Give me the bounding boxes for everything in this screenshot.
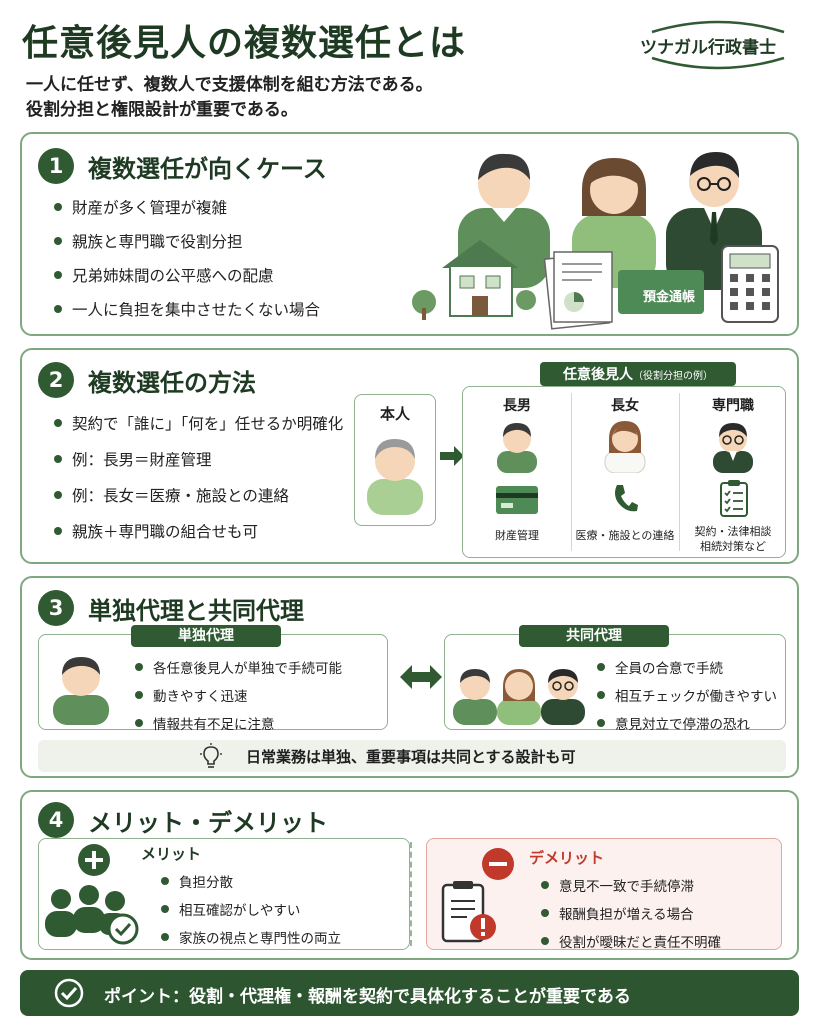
lightbulb-icon — [200, 743, 222, 768]
document-icon — [543, 251, 613, 330]
house-icon — [412, 240, 536, 320]
professional-icon — [713, 423, 753, 473]
list-item: 情報共有不足に注意 — [131, 713, 342, 733]
method-list: 契約で「誰に」「何を」任せるか明確化 例：長男＝財産管理 例：長女＝医療・施設と… — [50, 412, 343, 542]
group-icon — [453, 669, 585, 725]
demerit-box: デメリット 意見不一致で手続停滞 報酬負担が増える場合 役割が曖昧だと責任不明確 — [426, 838, 782, 951]
clipboard-icon — [720, 480, 748, 517]
list-item: 全員の合意で手続 — [593, 657, 777, 677]
guardian-heading-text: 任意後見人 — [563, 367, 633, 383]
merit-list: 負担分散 相互確認がしやすい 家族の視点と専門性の両立 — [157, 871, 341, 947]
list-item: 親族＋専門職の組合せも可 — [50, 520, 343, 542]
brand-logo: ツナガル行政書士 — [632, 18, 804, 70]
joint-agency-box: 共同代理 全員の合意で手続 相互チェックが働きやすい 意見対立で停滞の恐れ — [444, 625, 786, 733]
guardian-group: 長男 財産管理 長女 — [462, 386, 786, 558]
section-title: 複数選任が向くケース — [88, 155, 327, 183]
role-desc: 医療・施設との連絡 — [575, 529, 675, 542]
section-number: 2 — [38, 362, 74, 398]
brand-arc-icon — [651, 20, 785, 70]
section-title: 複数選任の方法 — [88, 369, 256, 397]
minus-icon — [482, 848, 514, 880]
section-number: 4 — [38, 802, 74, 838]
list-item: 家族の視点と専門性の両立 — [157, 927, 341, 947]
arrow-right-icon — [440, 446, 464, 466]
phone-icon — [615, 485, 638, 512]
demerit-label: デメリット — [529, 849, 605, 867]
section-agency: 3 単独代理と共同代理 単独代理 各任意後見人が単独で手続可能 動きやすく迅速 … — [20, 576, 799, 778]
principal-label: 本人 — [379, 405, 410, 423]
list-item: 親族と専門職で役割分担 — [50, 230, 320, 252]
subtitle-line: 一人に任せず、複数人で支援体制を組む方法である。 — [26, 75, 433, 95]
list-item: 財産が多く管理が複雑 — [50, 196, 320, 218]
case-list: 財産が多く管理が複雑 親族と専門職で役割分担 兄弟姉妹間の公平感への配慮 一人に… — [50, 196, 320, 320]
section-merits: 4 メリット・デメリット メリット 負担分散 相互確認がしやすい 家族の視点と専… — [20, 790, 799, 960]
principal-card: 本人 — [354, 394, 436, 526]
list-item: 一人に負担を集中させたくない場合 — [50, 298, 320, 320]
point-bar: ポイント：役割・代理権・報酬を契約で具体化することが重要である — [20, 970, 799, 1016]
divider — [410, 842, 412, 946]
calculator-icon — [721, 245, 779, 323]
list-item: 契約で「誰に」「何を」任せるか明確化 — [50, 412, 343, 434]
page-subtitle: 一人に任せず、複数人で支援体制を組む方法である。 役割分担と権限設計が重要である… — [26, 73, 433, 123]
list-item: 相互確認がしやすい — [157, 899, 341, 919]
list-item: 相互チェックが働きやすい — [593, 685, 777, 705]
plus-icon — [78, 844, 110, 876]
elderly-person-icon — [367, 439, 423, 515]
role-desc: 財産管理 — [495, 529, 539, 542]
role-card-eldest-son: 長男 財産管理 — [463, 387, 571, 557]
section-title: メリット・デメリット — [88, 809, 328, 837]
role-name: 専門職 — [712, 398, 754, 414]
person-icon — [53, 657, 109, 725]
list-item: 動きやすく迅速 — [131, 685, 342, 705]
joint-agency-list: 全員の合意で手続 相互チェックが働きやすい 意見対立で停滞の恐れ — [593, 657, 777, 733]
son-icon — [497, 423, 537, 473]
double-arrow-icon — [400, 665, 442, 689]
single-agency-list: 各任意後見人が単独で手続可能 動きやすく迅速 情報共有不足に注意 — [131, 657, 342, 733]
list-item: 兄弟姉妹間の公平感への配慮 — [50, 264, 320, 286]
tip-text: 日常業務は単独、重要事項は共同とする設計も可 — [246, 748, 576, 766]
single-agency-label: 単独代理 — [131, 625, 281, 647]
guardian-heading: 任意後見人（役割分担の例） — [540, 362, 736, 386]
subtitle-line: 役割分担と権限設計が重要である。 — [26, 100, 298, 120]
role-name: 長男 — [503, 398, 531, 414]
bankbook-label: 預金通帳 — [642, 290, 695, 305]
single-agency-box: 単独代理 各任意後見人が単独で手続可能 動きやすく迅速 情報共有不足に注意 — [38, 625, 388, 733]
daughter-icon — [604, 421, 646, 473]
team-check-icon — [45, 885, 139, 945]
role-card-eldest-daughter: 長女 医療・施設との連絡 — [571, 387, 679, 557]
section-number: 1 — [38, 148, 74, 184]
demerit-list: 意見不一致で手続停滞 報酬負担が増える場合 役割が曖昧だと責任不明確 — [537, 875, 721, 951]
section-suitable-cases: 1 複数選任が向くケース 財産が多く管理が複雑 親族と専門職で役割分担 兄弟姉妹… — [20, 132, 799, 336]
page-title: 任意後見人の複数選任とは — [22, 23, 467, 64]
list-item: 報酬負担が増える場合 — [537, 903, 721, 923]
point-text: ポイント：役割・代理権・報酬を契約で具体化することが重要である — [104, 987, 631, 1007]
list-item: 役割が曖昧だと責任不明確 — [537, 931, 721, 951]
list-item: 意見不一致で手続停滞 — [537, 875, 721, 895]
section-method: 2 複数選任の方法 契約で「誰に」「何を」任せるか明確化 例：長男＝財産管理 例… — [20, 348, 799, 564]
role-desc-2: 相続対策など — [700, 540, 766, 553]
guardian-heading-note: （役割分担の例） — [633, 371, 713, 382]
merit-label: メリット — [141, 845, 202, 863]
check-circle-icon — [54, 978, 84, 1008]
list-item: 負担分散 — [157, 871, 341, 891]
joint-agency-label: 共同代理 — [519, 625, 669, 647]
tip-bar: 日常業務は単独、重要事項は共同とする設計も可 — [38, 740, 786, 772]
list-item: 意見対立で停滞の恐れ — [593, 713, 777, 733]
card-icon — [496, 486, 538, 514]
section-number: 3 — [38, 590, 74, 626]
list-item: 各任意後見人が単独で手続可能 — [131, 657, 342, 677]
role-desc: 契約・法律相談 — [694, 525, 772, 538]
section-title: 単独代理と共同代理 — [88, 597, 304, 625]
list-item: 例：長女＝医療・施設との連絡 — [50, 484, 343, 506]
bankbook-icon — [618, 270, 704, 314]
role-name: 長女 — [611, 398, 639, 414]
list-item: 例：長男＝財産管理 — [50, 448, 343, 470]
brand-name: ツナガル行政書士 — [640, 38, 776, 58]
warning-clipboard-icon — [441, 881, 496, 943]
role-card-professional: 専門職 契約・法律相談 相続対策など — [679, 387, 787, 557]
merit-box: メリット 負担分散 相互確認がしやすい 家族の視点と専門性の両立 — [38, 838, 410, 950]
family-illustration — [412, 152, 779, 330]
